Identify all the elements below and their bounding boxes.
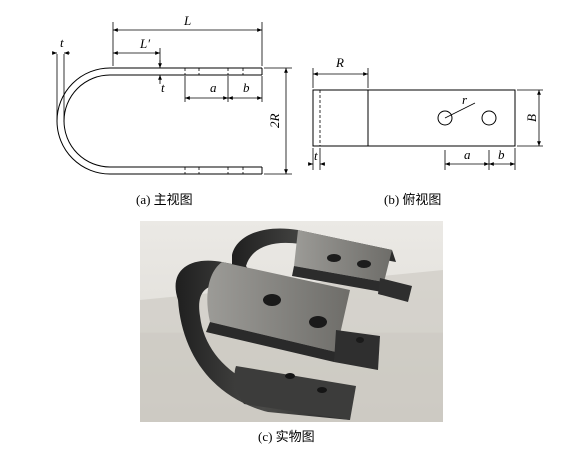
dim-L-prime-label: L′ — [139, 36, 150, 51]
top-arm-hidden-holes — [184, 68, 244, 75]
main-view-caption: (a) 主视图 — [136, 192, 193, 207]
top-view-caption: (b) 俯视图 — [384, 192, 441, 207]
top-dim-a-label: a — [464, 147, 471, 162]
dim-b-label: b — [243, 80, 250, 95]
front-specimen — [175, 260, 380, 420]
photo-panel: (c) 实物图 — [140, 221, 443, 444]
bolt-hole-left — [437, 110, 453, 126]
bottom-arm-hidden-holes — [184, 167, 244, 174]
main-view-drawing: L L′ t t a b 2R (a) 主视图 — [52, 13, 292, 207]
dim-t-top-label: t — [60, 35, 64, 50]
bolt-hole-right — [481, 110, 497, 126]
dim-t-label: t — [314, 148, 318, 163]
dim-B-label: B — [524, 114, 539, 122]
dim-r-label: r — [462, 92, 468, 107]
back-specimen — [232, 228, 412, 302]
u-plate-outer-contour — [56, 67, 262, 175]
dim-a-label: a — [210, 80, 217, 95]
dim-t-inner-label: t — [161, 80, 165, 95]
top-dim-b-label: b — [498, 147, 505, 162]
photo-caption: (c) 实物图 — [258, 429, 315, 444]
dim-R-label: R — [335, 55, 344, 70]
dim-2R-label: 2R — [267, 114, 282, 129]
dim-r-leader — [444, 102, 476, 119]
dim-L-label: L — [183, 13, 191, 28]
plate-outline — [312, 89, 516, 147]
top-view-drawing: r R B t a b (b) 俯视图 — [308, 55, 543, 207]
